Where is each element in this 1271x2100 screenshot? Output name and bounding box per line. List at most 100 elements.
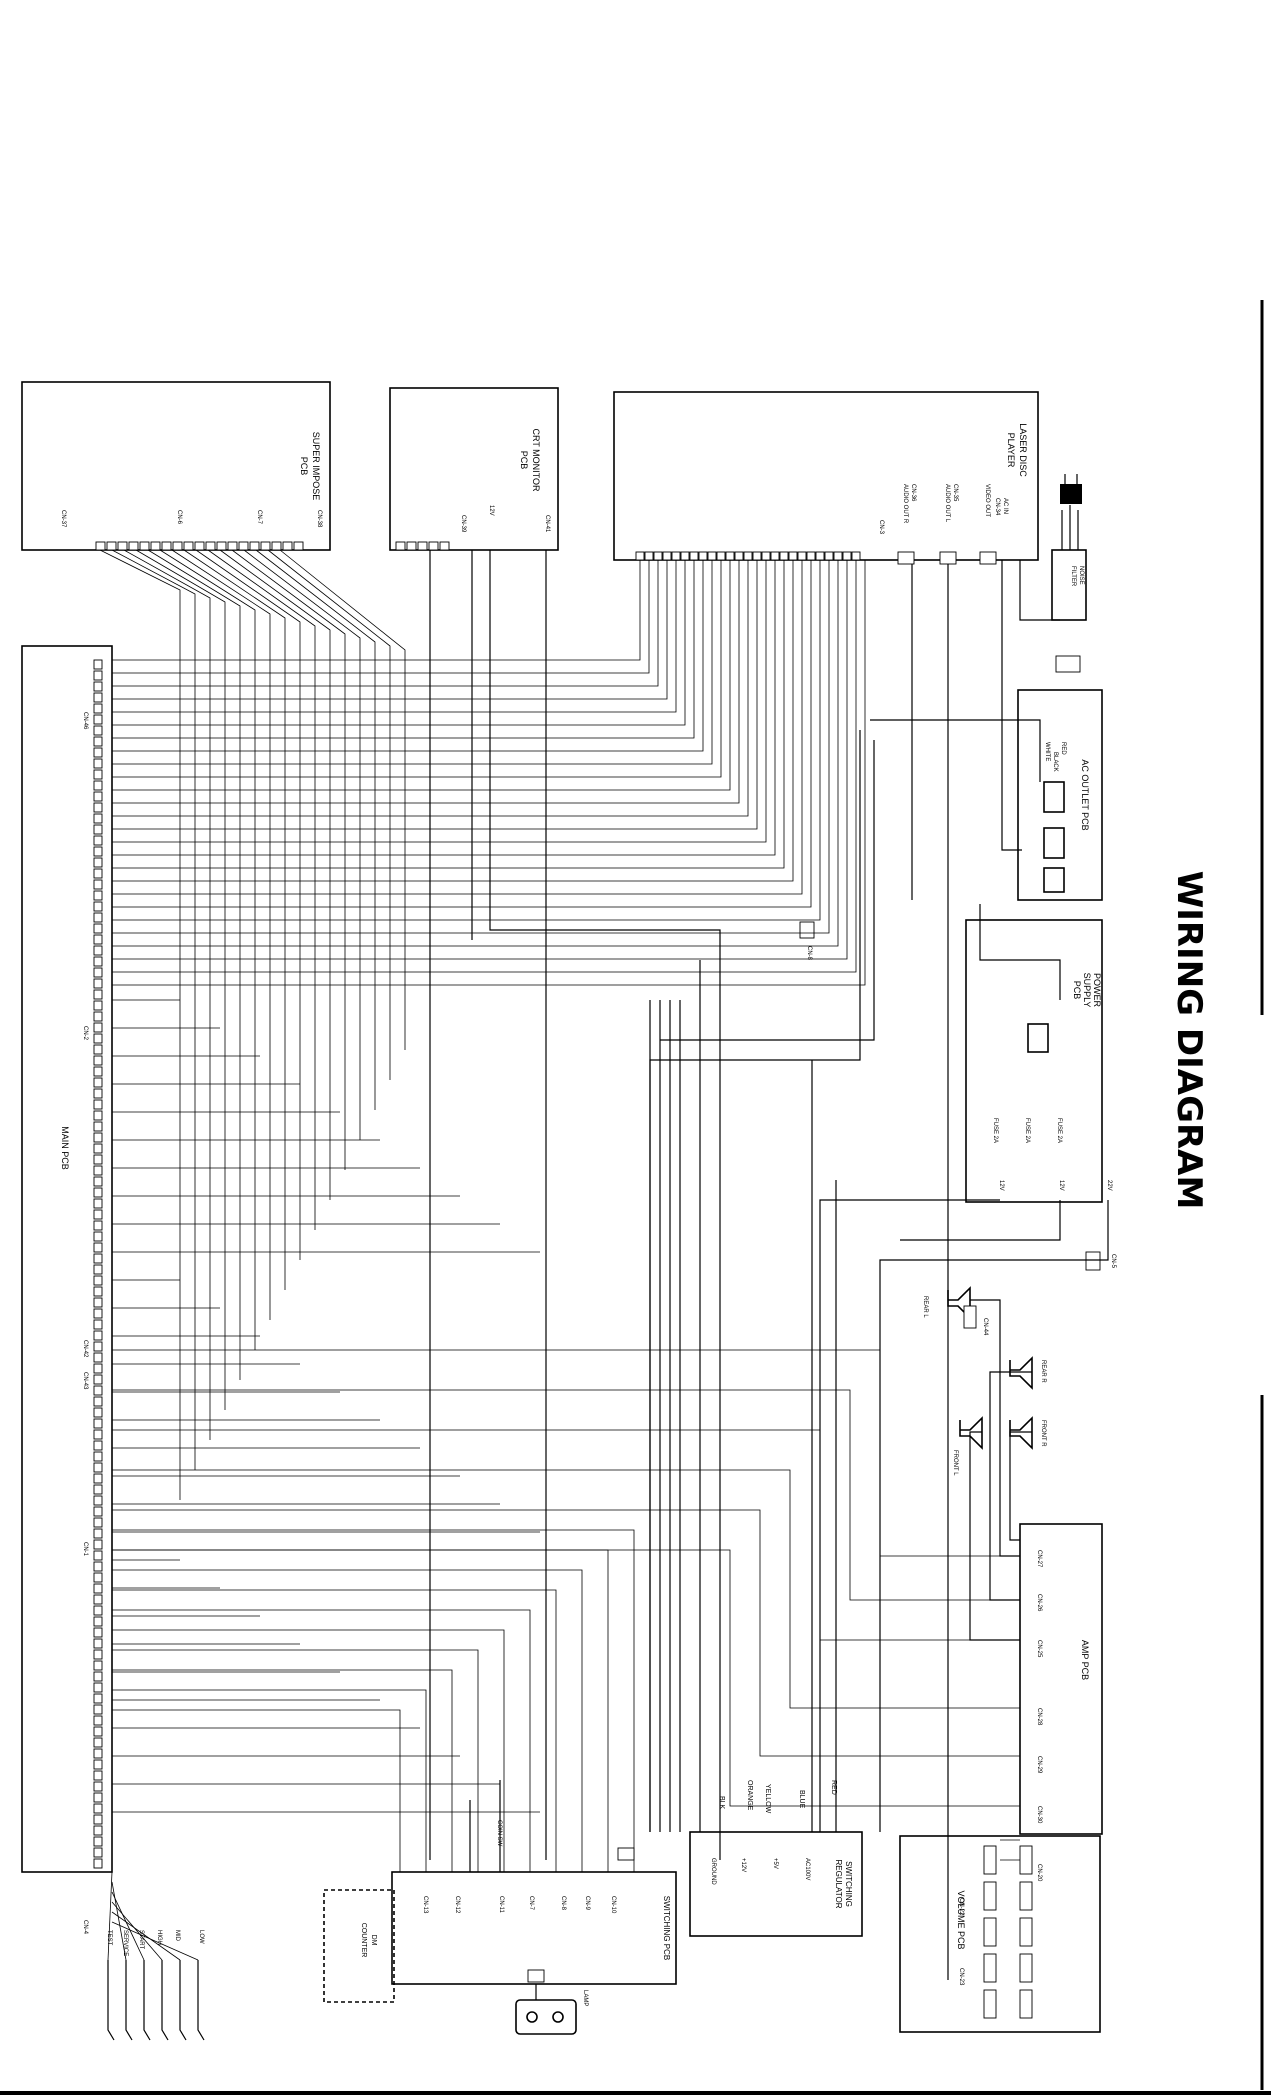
wire [112,560,722,778]
connector-pin [93,1605,103,1616]
connector-pin [93,1220,103,1231]
connector-pin [93,879,103,890]
wire [255,549,376,1110]
wire [112,560,677,713]
wire [979,904,1061,1000]
wire [161,1960,169,2041]
wire-blue-label: BLUE [798,1790,805,1809]
connector-pin [635,551,645,561]
connector-pin [93,846,103,857]
audio-out-l-label: AUDIO OUT L [944,484,950,523]
connector-pin [93,1825,103,1836]
connector-pin [139,541,150,551]
connector-pin [93,1209,103,1220]
connector-pin [417,541,428,551]
connector-pin [93,912,103,923]
connector-pin [842,551,852,561]
connector-pin [93,1077,103,1088]
connector-pin [172,541,183,551]
cn-8-top-label: CN-8 [806,946,812,961]
connector-pin [93,1660,103,1671]
wire [125,1960,133,2041]
connector-pin [1019,1845,1033,1875]
connector-pin [93,1110,103,1121]
connector-pin [117,541,128,551]
cn-43-label: CN-43 [82,1372,88,1390]
sw-cn-11-label: CN-11 [498,1896,504,1914]
cn-41-label: CN-41 [544,515,550,533]
wire [112,560,839,947]
connector-pin [93,1275,103,1286]
switching-pcb: SWITCHING PCB CN-10 CN-9 CN-8 CN-7 CN-11… [391,1871,677,1985]
cn-7-label: CN-7 [256,510,262,525]
connector-pin [939,551,957,565]
ac-outlet-socket [1043,781,1065,813]
connector-pin [897,551,915,565]
regulator-label-1: SWITCHING [844,1861,853,1907]
volume-pcb-label: VOLUME PCB [956,1890,966,1949]
connector-pin [93,1836,103,1847]
wire [989,1371,1032,1601]
connector-pin [93,1539,103,1550]
coin-sw-label: COIN SW [496,1820,502,1847]
cn-44-label: CN-44 [982,1318,988,1336]
cn-34-label: CN-34 [994,498,1000,516]
diagram-title: WIRING DIAGRAM [1169,871,1209,1210]
power-supply-label-3: PCB [1072,981,1082,1000]
connector-pin [93,1187,103,1198]
connector-pin [644,551,654,561]
connector-pin [93,868,103,879]
connector-pin [428,541,439,551]
cn-5-connector: CN-5 [1085,1251,1116,1271]
wire [879,1200,1109,1832]
amp-cn-26-label: CN-26 [1036,1594,1042,1612]
wire [112,1549,1020,1807]
wire [112,560,713,765]
audio-out-r-label: AUDIO OUT R [902,484,908,524]
plug-prongs [1064,474,1078,484]
wire [112,1469,1020,1709]
connector-pin [93,780,103,791]
connector-pin [93,1759,103,1770]
connector-pin [93,703,103,714]
front-r-label: FRONT R [1040,1420,1046,1447]
power-supply-label-2: SUPPLY [1082,973,1092,1008]
connector-pin [93,681,103,692]
ac-in-label: AC IN [1002,498,1008,514]
connector-pin [260,541,271,551]
connector-pin [93,1088,103,1099]
connector-pin [93,1044,103,1055]
connector-pin [93,1242,103,1253]
wire [111,1891,145,1961]
connector-pin [671,551,681,561]
connector-pin [93,1748,103,1759]
rear-r-label: REAR R [1040,1360,1046,1383]
ps-12v-b-label: 12V [1058,1180,1064,1191]
wire [870,719,1041,782]
wire [111,1901,163,1961]
connector-pin [93,1352,103,1363]
speaker-rear-r: REAR R [1009,1356,1046,1390]
connector-pin [293,541,304,551]
amp-cn-27-label: CN-27 [1036,1550,1042,1568]
connector-pin [93,1473,103,1484]
ps-22v-label: 22V [1106,1180,1112,1191]
connector-pin [93,1781,103,1792]
cn-6-label: CN-6 [176,510,182,525]
laser-disc-label-1: LASER DISC [1018,423,1028,477]
wire [112,560,659,687]
wire [207,549,316,1230]
sw-cn-10-label: CN-10 [610,1896,616,1914]
connector-pin [216,541,227,551]
connector-pin [93,1033,103,1044]
wire [1009,1431,1032,1541]
reg-12v-label: +12V [740,1858,746,1872]
connector-pin [1019,1989,1033,2019]
connector-pin [161,541,172,551]
amp-pcb-label: AMP PCB [1080,1640,1090,1680]
connector-pin [725,551,735,561]
connector-pin [983,1917,997,1947]
cn-4-label: CN-4 [82,1920,88,1935]
